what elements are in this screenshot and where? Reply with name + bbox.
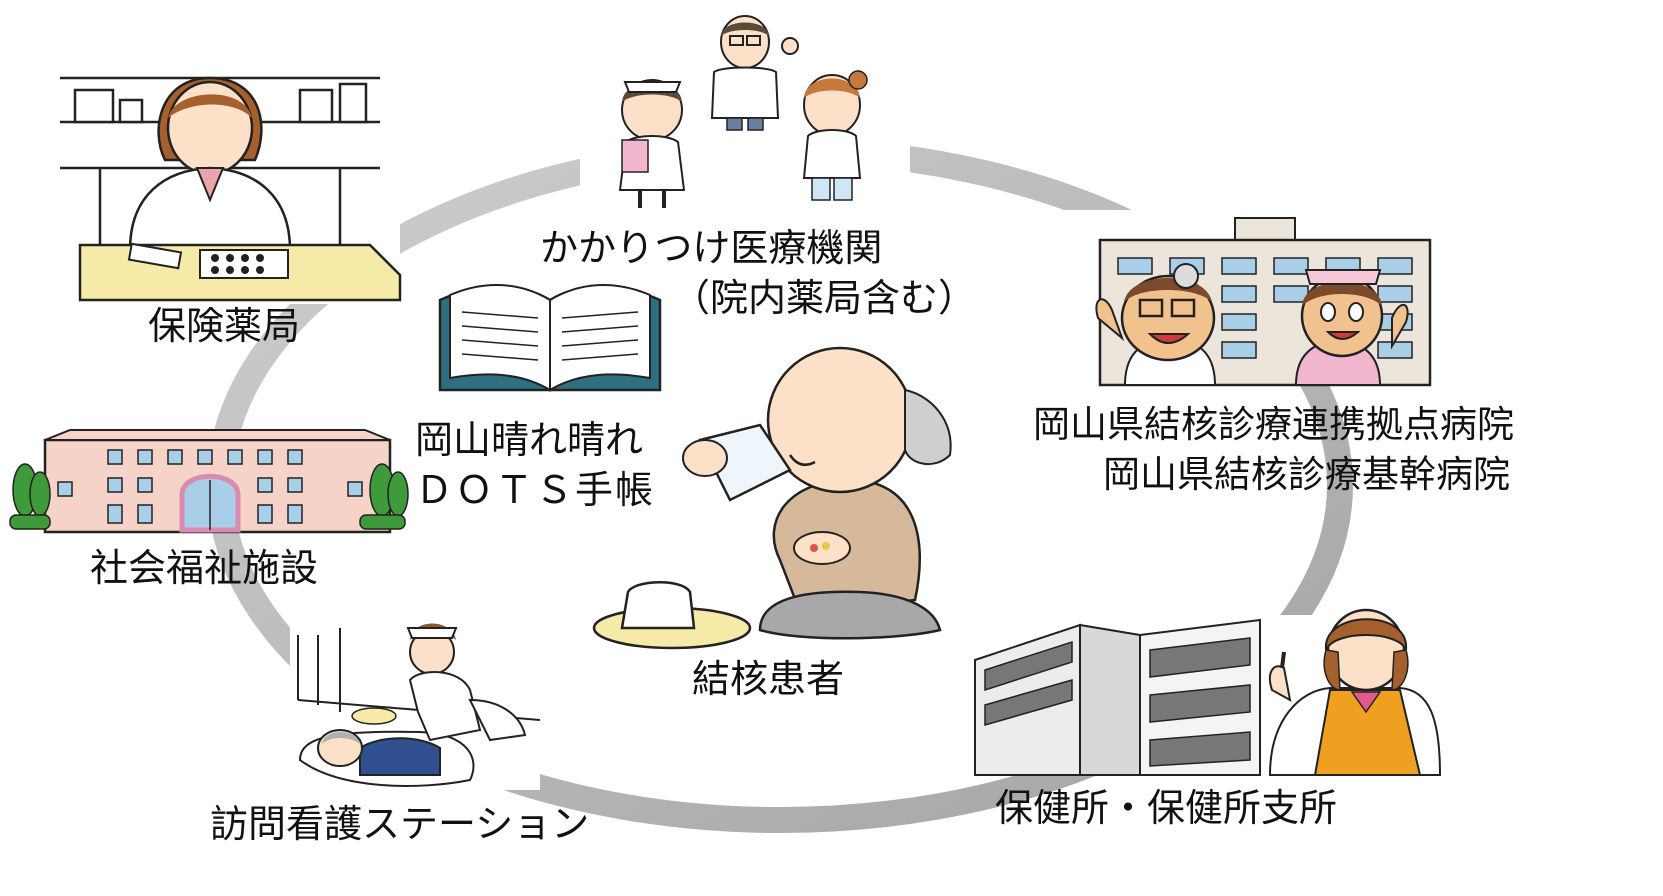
hub-hospital-illustration bbox=[1055, 210, 1485, 387]
clinic-staff-illustration bbox=[580, 6, 910, 216]
welfare-label: 社会福祉施設 bbox=[90, 546, 319, 590]
patient-label: 結核患者 bbox=[692, 657, 845, 701]
patient-illustration bbox=[592, 346, 952, 650]
clinic-label-line2: （院内薬局含む） bbox=[672, 276, 977, 320]
visiting-nurse-illustration bbox=[290, 620, 541, 790]
pharmacy-illustration bbox=[60, 72, 402, 304]
dots-notebook-illustration bbox=[438, 283, 662, 392]
clinic-label-line1: かかりつけ医療機関 bbox=[540, 226, 883, 270]
health-center-label: 保健所・保健所支所 bbox=[995, 786, 1338, 830]
welfare-facility-illustration bbox=[9, 429, 409, 534]
visiting-nurse-label: 訪問看護ステーション bbox=[210, 802, 590, 846]
pharmacy-label: 保険薬局 bbox=[148, 304, 301, 348]
hub-hospital-label-line2: 岡山県結核診療基幹病院 bbox=[1103, 453, 1510, 496]
notebook-label-line2: ＤＯＴＳ手帳 bbox=[415, 468, 656, 512]
notebook-label-line1: 岡山晴れ晴れ bbox=[415, 418, 644, 462]
hub-hospital-label-line1: 岡山県結核診療連携拠点病院 bbox=[1033, 403, 1514, 446]
health-center-illustration bbox=[970, 608, 1442, 776]
